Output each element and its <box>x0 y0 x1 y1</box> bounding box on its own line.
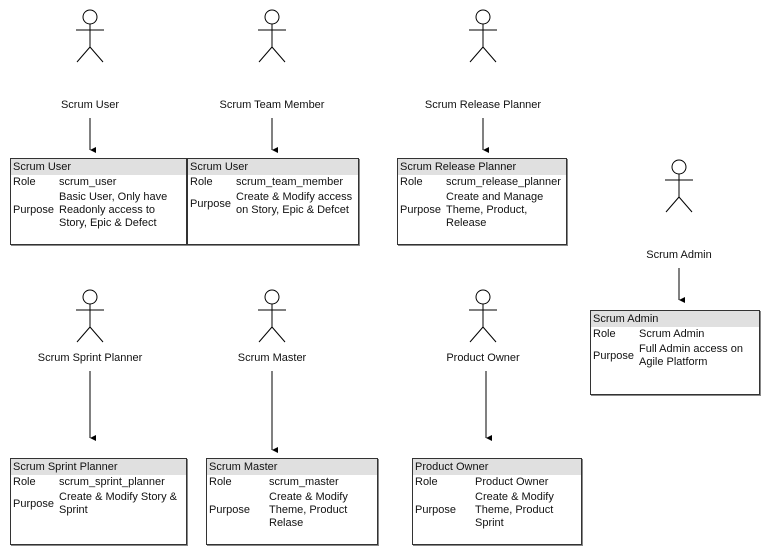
actor-label-scrum-sprint-planner: Scrum Sprint Planner <box>37 352 143 364</box>
purpose-value: Create & Modify Story & Sprint <box>59 491 177 516</box>
actor-label-scrum-master: Scrum Master <box>237 352 307 364</box>
role-value: scrum_team_member <box>236 176 343 188</box>
actor-figure-icon <box>76 9 104 63</box>
role-key: Role <box>415 476 438 488</box>
role-card-scrum-user: Scrum User Role scrum_user Purpose Basic U… <box>10 158 187 245</box>
role-key: Role <box>13 176 36 188</box>
card-title: Scrum Sprint Planner <box>11 459 186 475</box>
actor-label-scrum-admin: Scrum Admin <box>646 249 712 261</box>
role-key: Role <box>593 328 616 340</box>
role-card-scrum-team-member: Scrum User Role scrum_team_member Purpose… <box>187 158 359 245</box>
role-key: Role <box>209 476 232 488</box>
purpose-value: Create and Manage Theme, Product, Releas… <box>446 191 544 229</box>
actor-label-scrum-user: Scrum User <box>60 99 120 111</box>
actor-label-product-owner: Product Owner <box>446 352 520 364</box>
purpose-key: Purpose <box>209 504 250 516</box>
card-title: Scrum Admin <box>591 311 759 327</box>
actor-figure-icon <box>258 9 286 63</box>
actor-label-scrum-release-planner: Scrum Release Planner <box>424 99 542 111</box>
card-title: Scrum User <box>11 159 186 175</box>
purpose-key: Purpose <box>13 497 54 510</box>
purpose-value: Basic User, Only have Readonly access to… <box>59 191 168 229</box>
role-value: scrum_user <box>59 176 117 188</box>
actor-figure-icon <box>469 289 497 343</box>
role-value: Product Owner <box>475 476 549 488</box>
role-value: Scrum Admin <box>639 328 705 340</box>
actor-figure-icon <box>76 289 104 343</box>
card-title: Scrum User <box>188 159 358 175</box>
purpose-value: Create & Modify Theme, Product Relase <box>269 491 348 529</box>
role-value: scrum_release_planner <box>446 176 561 188</box>
purpose-key: Purpose <box>13 204 54 216</box>
role-card-scrum-master: Scrum Master Role scrum_master Purpose Cre… <box>206 458 378 545</box>
purpose-key: Purpose <box>593 349 634 362</box>
purpose-key: Purpose <box>190 197 231 210</box>
purpose-key: Purpose <box>400 204 441 216</box>
card-title: Scrum Release Planner <box>398 159 566 175</box>
actor-label-scrum-team-member: Scrum Team Member <box>219 99 325 111</box>
role-card-scrum-sprint-planner: Scrum Sprint Planner Role scrum_sprint_pl… <box>10 458 187 545</box>
purpose-value: Full Admin access on Agile Platform <box>639 343 743 368</box>
purpose-value: Create & Modify access on Story, Epic & … <box>236 191 353 216</box>
role-key: Role <box>13 476 36 488</box>
role-value: scrum_master <box>269 476 339 488</box>
role-value: scrum_sprint_planner <box>59 476 165 488</box>
role-key: Role <box>190 176 213 188</box>
role-card-scrum-release-planner: Scrum Release Planner Role scrum_release_… <box>397 158 567 245</box>
card-title: Scrum Master <box>207 459 377 475</box>
purpose-key: Purpose <box>415 504 456 516</box>
card-title: Product Owner <box>413 459 581 475</box>
actor-figure-icon <box>469 9 497 63</box>
actor-figure-icon <box>665 159 693 213</box>
purpose-value: Create & Modify Theme, Product Sprint <box>475 491 554 529</box>
role-key: Role <box>400 176 423 188</box>
actor-figure-icon <box>258 289 286 343</box>
